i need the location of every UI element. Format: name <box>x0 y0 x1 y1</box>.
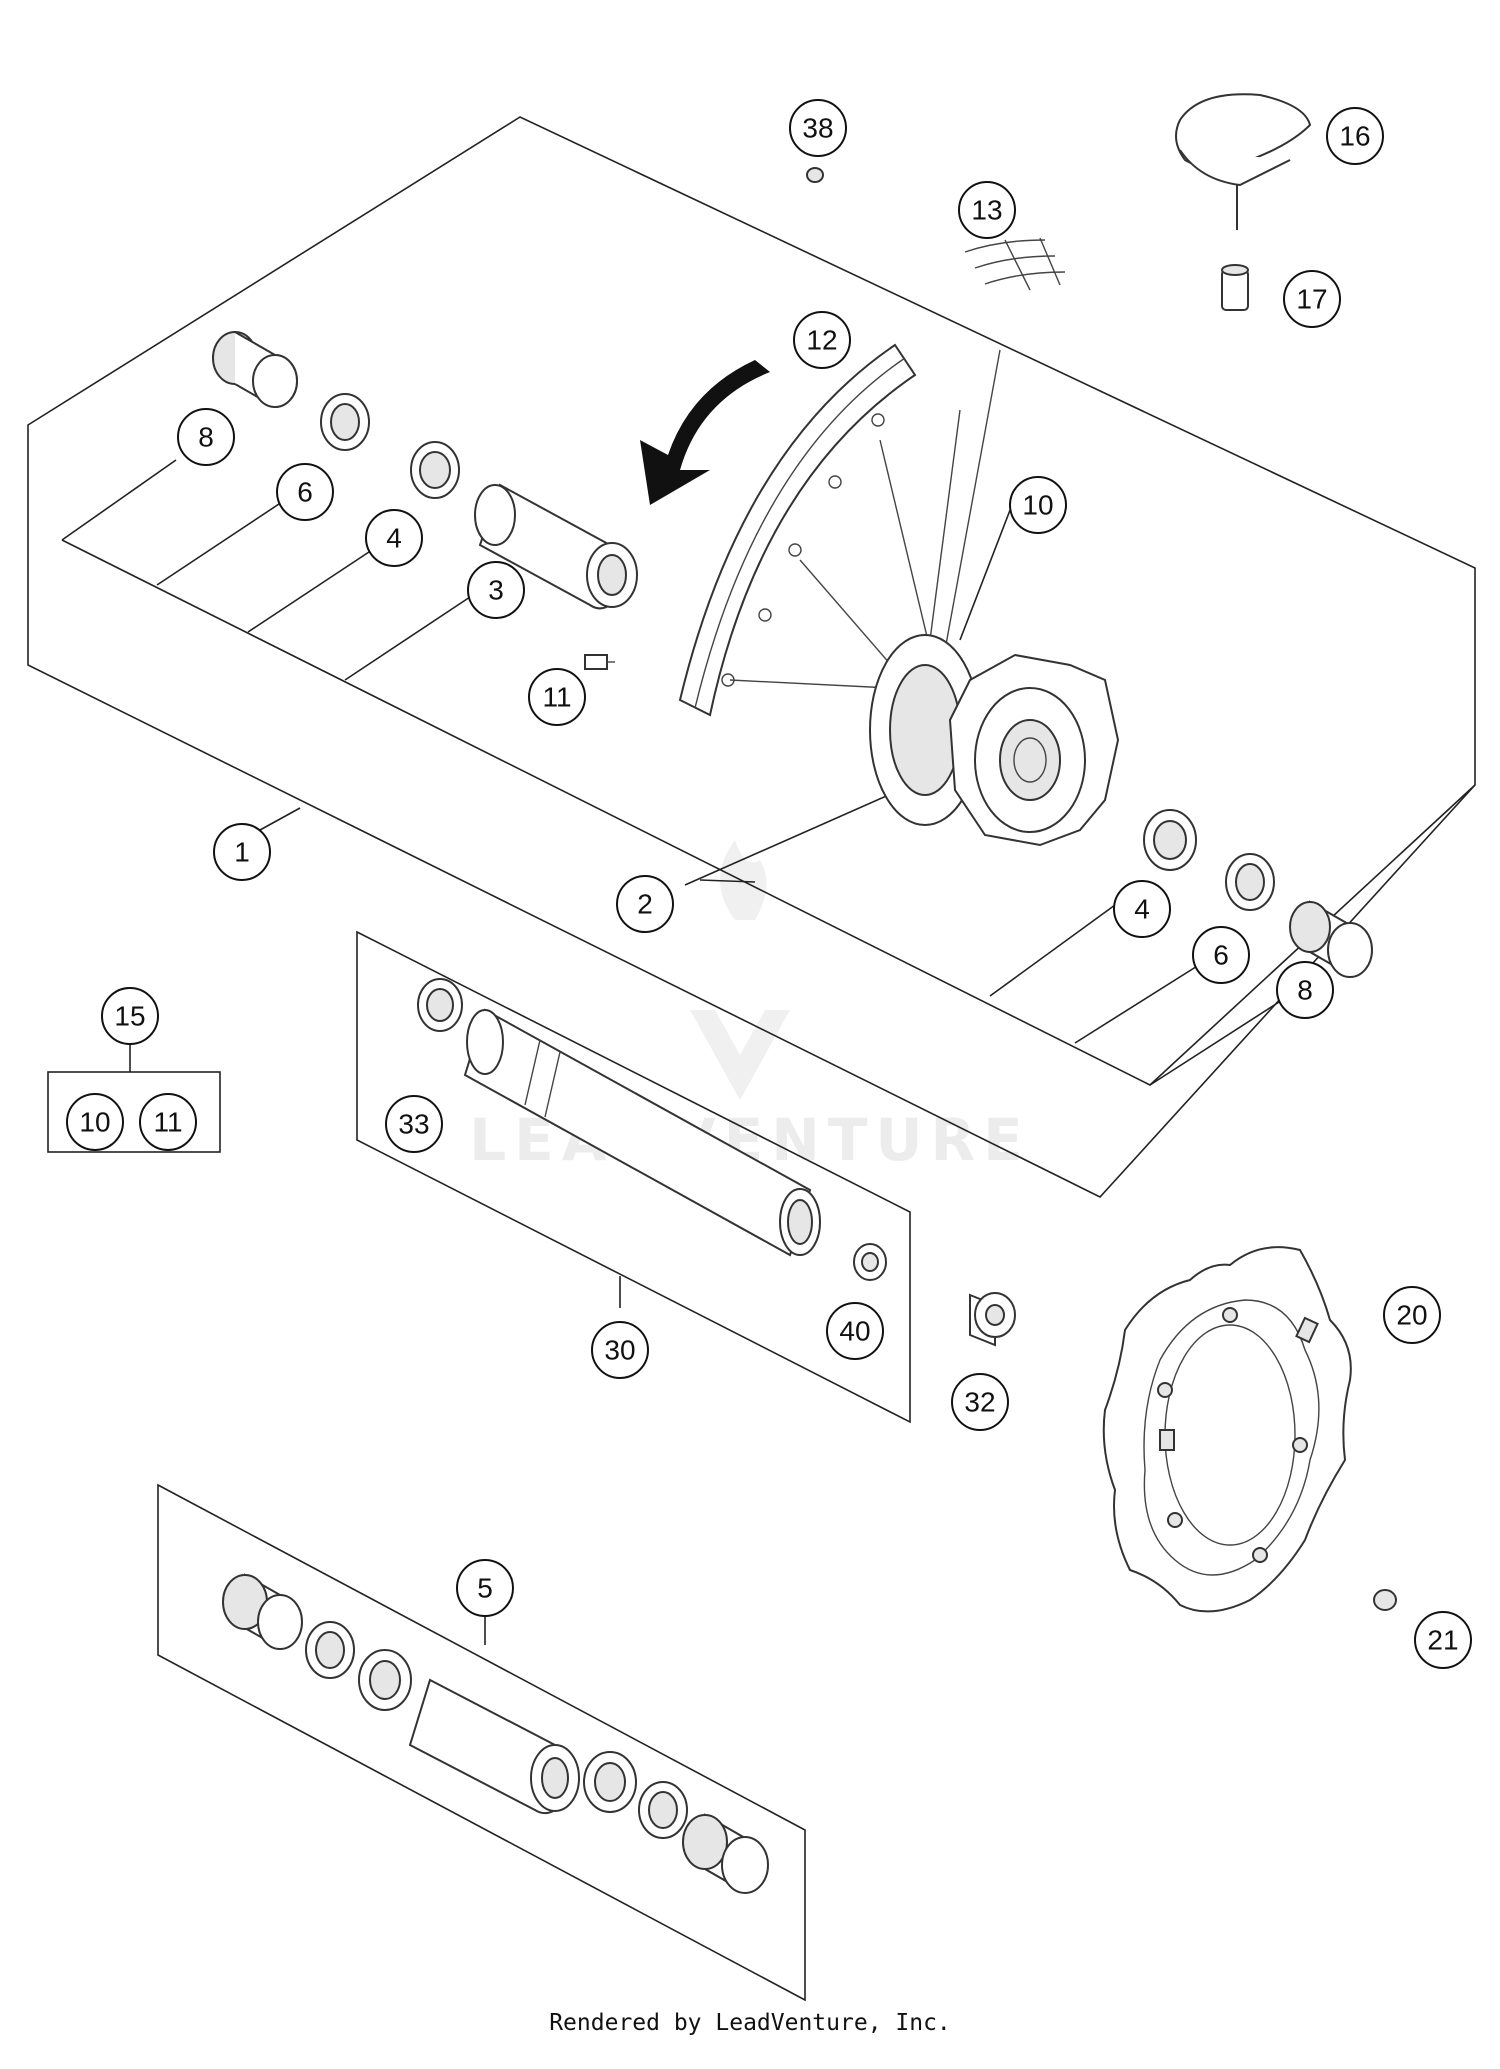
svg-text:8: 8 <box>198 422 214 453</box>
callout-3[interactable]: 3 <box>467 561 525 619</box>
callout-11-bolt[interactable]: 11 <box>528 668 586 726</box>
svg-text:40: 40 <box>839 1316 870 1347</box>
callout-8-left[interactable]: 8 <box>177 408 235 466</box>
footer-credit: Rendered by LeadVenture, Inc. <box>549 2010 951 2036</box>
callout-6-right[interactable]: 6 <box>1192 926 1250 984</box>
callout-16[interactable]: 16 <box>1326 107 1384 165</box>
axle-kit-outline <box>356 930 911 1424</box>
callout-21[interactable]: 21 <box>1414 1611 1472 1669</box>
svg-text:20: 20 <box>1396 1300 1427 1331</box>
svg-text:8: 8 <box>1297 975 1313 1006</box>
svg-text:13: 13 <box>971 195 1002 226</box>
callout-1[interactable]: 1 <box>213 823 271 881</box>
callout-6-left[interactable]: 6 <box>276 463 334 521</box>
rim-tape-13 <box>964 237 1066 291</box>
callout-2[interactable]: 2 <box>616 875 674 933</box>
nut-40 <box>853 1243 887 1281</box>
callout-4-left[interactable]: 4 <box>365 509 423 567</box>
callout-11-kit[interactable]: 11 <box>139 1093 197 1151</box>
svg-text:16: 16 <box>1339 121 1370 152</box>
svg-text:30: 30 <box>604 1335 635 1366</box>
rim-lock-16 <box>1175 93 1312 230</box>
svg-text:11: 11 <box>153 1107 182 1138</box>
bearing-left-4 <box>410 441 460 499</box>
spacer-left-8 <box>212 331 298 409</box>
callout-4-right[interactable]: 4 <box>1113 880 1171 938</box>
callout-32[interactable]: 32 <box>951 1373 1009 1431</box>
hub-2 <box>869 634 1120 847</box>
watermark-flame-icon <box>720 840 767 920</box>
svg-text:10: 10 <box>79 1107 110 1138</box>
callout-38[interactable]: 38 <box>789 99 847 157</box>
callout-8-right[interactable]: 8 <box>1276 961 1334 1019</box>
axle-30 <box>463 1008 821 1257</box>
svg-text:21: 21 <box>1427 1625 1458 1656</box>
svg-text:32: 32 <box>964 1387 995 1418</box>
callout-17[interactable]: 17 <box>1283 270 1341 328</box>
svg-text:10: 10 <box>1022 490 1053 521</box>
watermark-v-icon <box>690 1010 790 1100</box>
seal-33 <box>417 978 463 1032</box>
seal-right-6 <box>1225 853 1275 911</box>
svg-text:3: 3 <box>488 575 504 606</box>
svg-text:38: 38 <box>802 113 833 144</box>
bolt-11 <box>584 654 615 670</box>
svg-text:17: 17 <box>1296 284 1327 315</box>
svg-text:4: 4 <box>386 523 402 554</box>
svg-text:6: 6 <box>297 477 313 508</box>
rim-12 <box>678 343 917 717</box>
spacer-tube-3 <box>474 483 638 610</box>
callout-12[interactable]: 12 <box>793 311 851 369</box>
seal-left-6 <box>320 393 370 451</box>
svg-text:33: 33 <box>398 1109 429 1140</box>
callout-20[interactable]: 20 <box>1383 1286 1441 1344</box>
spacer-right-8 <box>1289 900 1373 978</box>
svg-text:4: 4 <box>1134 894 1150 925</box>
spacer-32 <box>969 1292 1016 1347</box>
rotation-direction-arrow-icon <box>640 360 770 505</box>
wheel-assembly-inner-edge <box>61 539 1476 1086</box>
callout-30[interactable]: 30 <box>591 1321 649 1379</box>
svg-text:12: 12 <box>806 325 837 356</box>
callout-15[interactable]: 15 <box>101 987 159 1045</box>
cap-38 <box>806 167 824 183</box>
bolt-21 <box>1373 1589 1397 1611</box>
svg-text:6: 6 <box>1213 940 1229 971</box>
kit-15-box <box>47 1071 221 1153</box>
callout-40[interactable]: 40 <box>826 1302 884 1360</box>
callout-10-kit[interactable]: 10 <box>66 1093 124 1151</box>
svg-text:1: 1 <box>234 837 250 868</box>
svg-text:5: 5 <box>477 1573 493 1604</box>
callout-13[interactable]: 13 <box>958 181 1016 239</box>
bearing-kit-outline <box>157 1483 806 2002</box>
brake-disc-20 <box>1102 1246 1352 1613</box>
bearing-right-4 <box>1143 809 1197 871</box>
nut-17 <box>1221 264 1249 311</box>
bearing-kit-parts <box>222 1573 769 1894</box>
leader-lines <box>61 459 1291 1645</box>
callout-33[interactable]: 33 <box>385 1095 443 1153</box>
svg-text:11: 11 <box>542 682 571 713</box>
callout-5[interactable]: 5 <box>456 1559 514 1617</box>
svg-text:15: 15 <box>114 1001 145 1032</box>
callout-10-spokes[interactable]: 10 <box>1009 476 1067 534</box>
svg-text:2: 2 <box>637 889 653 920</box>
